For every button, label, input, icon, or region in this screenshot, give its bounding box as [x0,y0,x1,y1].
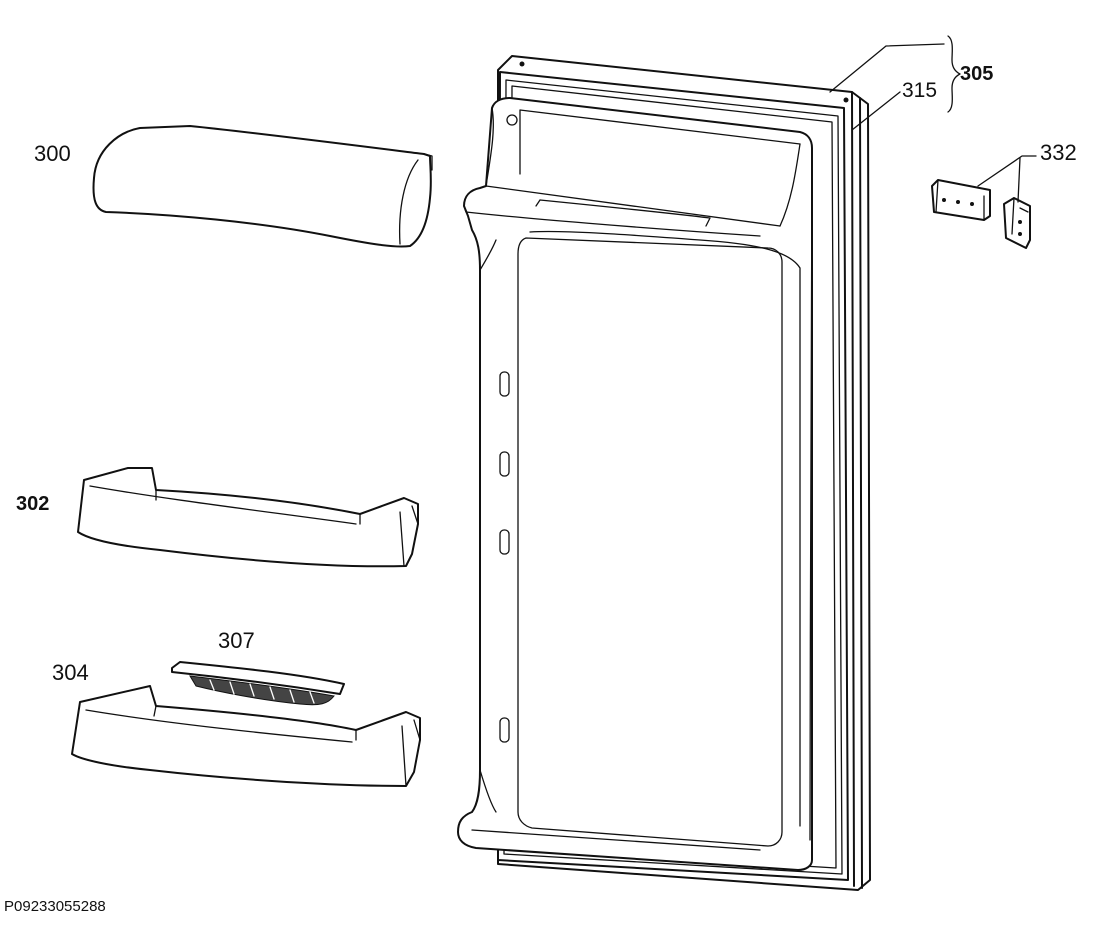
part-332-hinge [931,155,1037,249]
callout-302: 302 [16,493,50,515]
callout-315: 315 [902,79,938,102]
part-307-insert [171,661,345,706]
part-302-shelf [77,467,419,568]
callout-305: 305 [960,63,994,85]
part-304-shelf [71,685,421,787]
callout-304: 304 [52,660,89,685]
drawing-code: P09233055288 [4,898,106,915]
leaders-305-315 [829,35,961,131]
part-300-cover [92,125,433,248]
callout-332: 332 [1040,140,1077,165]
callout-307: 307 [218,628,255,653]
part-305-door-panel [457,55,871,891]
callout-300: 300 [34,141,71,166]
